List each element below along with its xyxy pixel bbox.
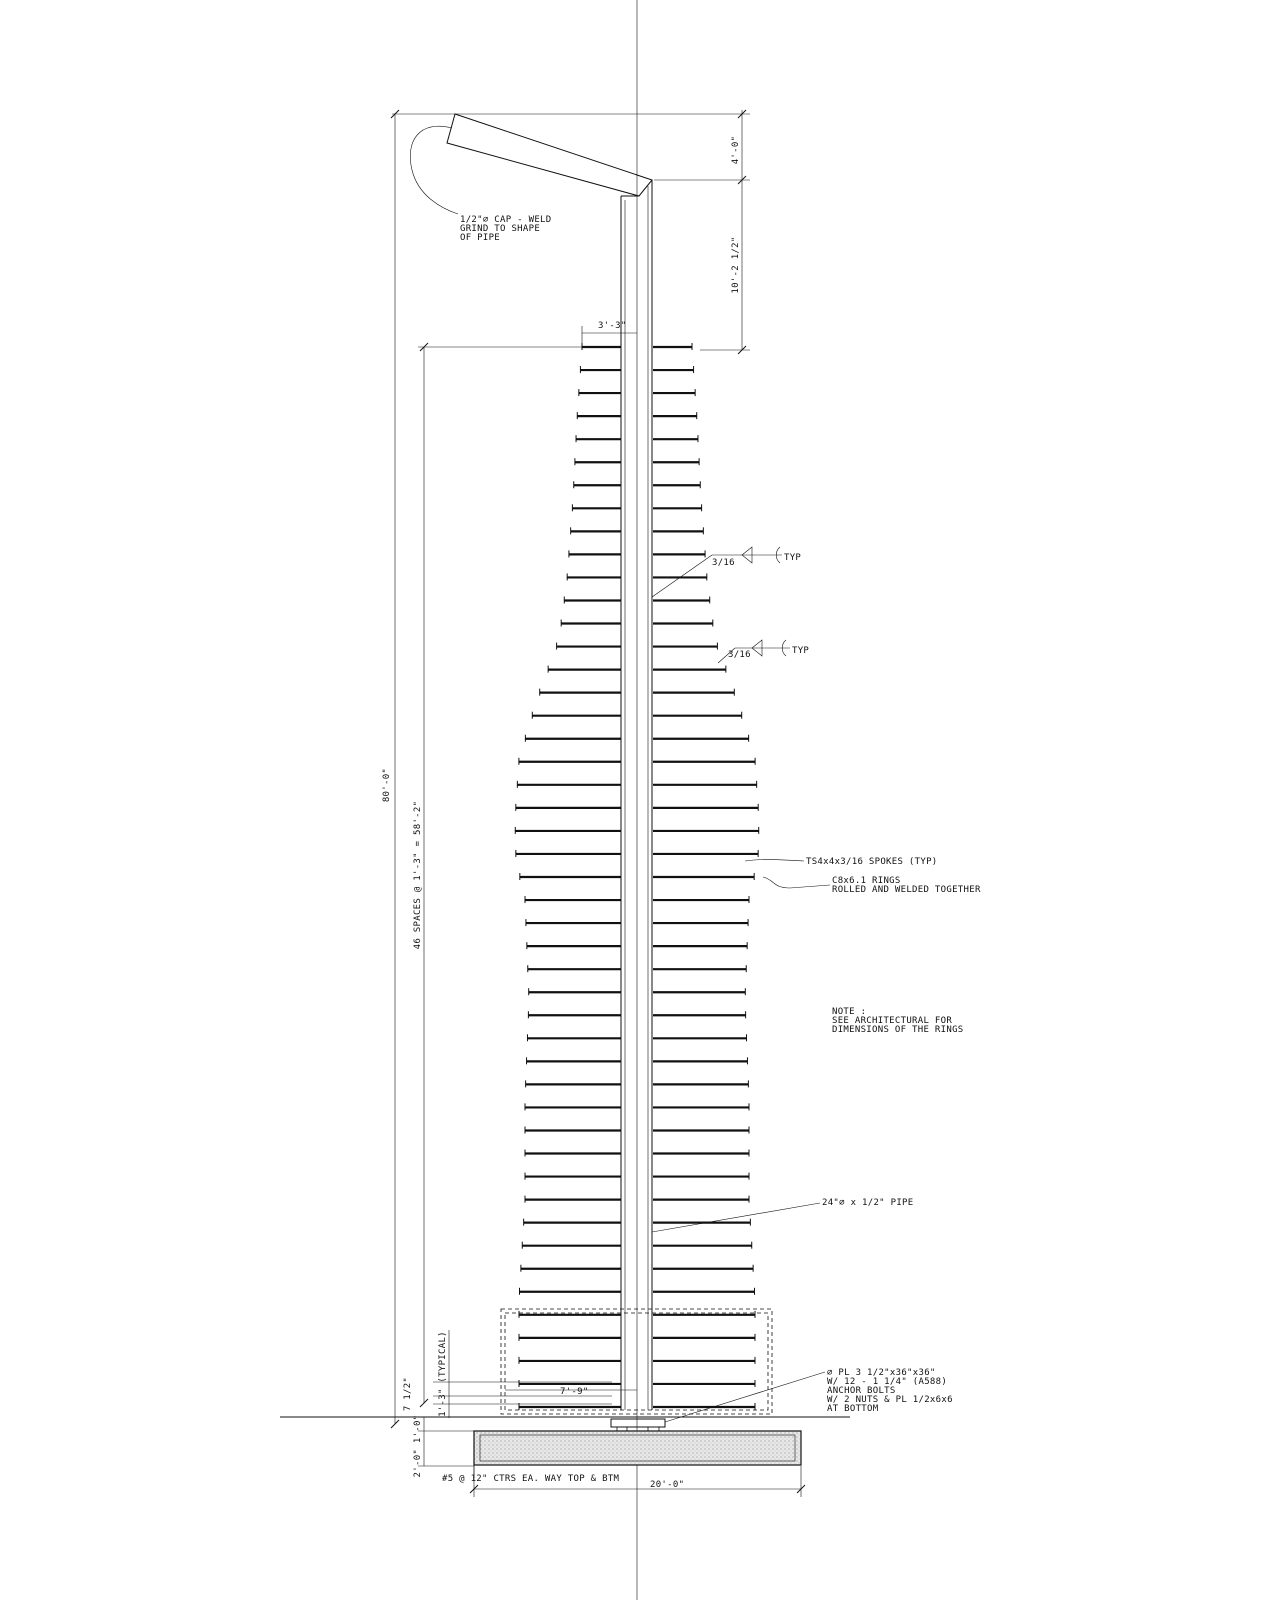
plate-note-line-3: ANCHOR BOLTS	[827, 1386, 896, 1396]
weld-typ-1: TYP	[784, 553, 801, 563]
plate-leader	[664, 1371, 826, 1423]
weld-size-1: 3/16	[712, 558, 735, 568]
rings-leader	[762, 876, 831, 889]
weld-symbol-2	[717, 639, 790, 664]
plate-note-line-5: AT BOTTOM	[827, 1404, 879, 1414]
concrete-footing	[473, 1430, 802, 1466]
pipe-top-arm	[446, 113, 653, 1410]
cap-note-line-1: 1/2"⌀ CAP - WELD	[460, 215, 552, 225]
dim-overall-height: 80'-0"	[382, 768, 392, 802]
weld-symbol-1	[651, 546, 782, 598]
dim-bottom-ring: 7'-9"	[560, 1387, 589, 1397]
note-title: NOTE :	[832, 1007, 866, 1017]
right-dimension-chain	[654, 109, 750, 355]
typical-spacing-dimension	[433, 1330, 612, 1418]
footing-width-dimension	[469, 1466, 806, 1497]
cap-callout-leader	[410, 126, 459, 215]
rings-group	[514, 343, 760, 1410]
dim-footing-depth: 2'-0" 1'-0"	[413, 1415, 423, 1478]
spokes-leader	[744, 859, 805, 862]
cap-note-line-3: OF PIPE	[460, 233, 500, 243]
dim-seven-half: 7 1/2"	[403, 1377, 413, 1411]
rings-note-line-1: C8x6.1 RINGS	[832, 876, 901, 886]
dim-half-ring: 3'-3"	[598, 321, 627, 331]
spokes-note: TS4x4x3/16 SPOKES (TYP)	[806, 857, 938, 867]
rings-note-line-2: ROLLED AND WELDED TOGETHER	[832, 885, 981, 895]
pipe-note: 24"⌀ x 1/2" PIPE	[822, 1198, 914, 1208]
overall-height-dimension	[390, 109, 400, 1429]
plate-note-line-1: ⌀ PL 3 1/2"x36"x36"	[827, 1368, 936, 1378]
dim-top-arm: 4'-0"	[731, 136, 741, 165]
plate-note-line-2: W/ 12 - 1 1/4" (A588)	[827, 1377, 947, 1387]
dim-ring-spacing: 46 SPACES @ 1'-3" = 58'-2"	[413, 801, 423, 950]
footing-note: #5 @ 12" CTRS EA. WAY TOP & BTM	[442, 1474, 620, 1484]
note-line-1: SEE ARCHITECTURAL FOR	[832, 1016, 952, 1026]
cap-note-line-2: GRIND TO SHAPE	[460, 224, 540, 234]
note-line-2: DIMENSIONS OF THE RINGS	[832, 1025, 964, 1035]
weld-typ-2: TYP	[792, 646, 809, 656]
lower-ring-outline	[500, 1308, 773, 1415]
dim-footing-width: 20'-0"	[650, 1480, 684, 1490]
weld-size-2: 3/16	[728, 650, 751, 660]
dim-upper-pipe: 10'-2 1/2"	[731, 236, 741, 293]
dim-typical-spacing: 1'-3" (TYPICAL)	[438, 1331, 448, 1417]
ring-spacing-dimension	[418, 342, 612, 1408]
plate-note-line-4: W/ 2 NUTS & PL 1/2x6x6	[827, 1395, 953, 1405]
pipe-leader	[651, 1202, 821, 1233]
